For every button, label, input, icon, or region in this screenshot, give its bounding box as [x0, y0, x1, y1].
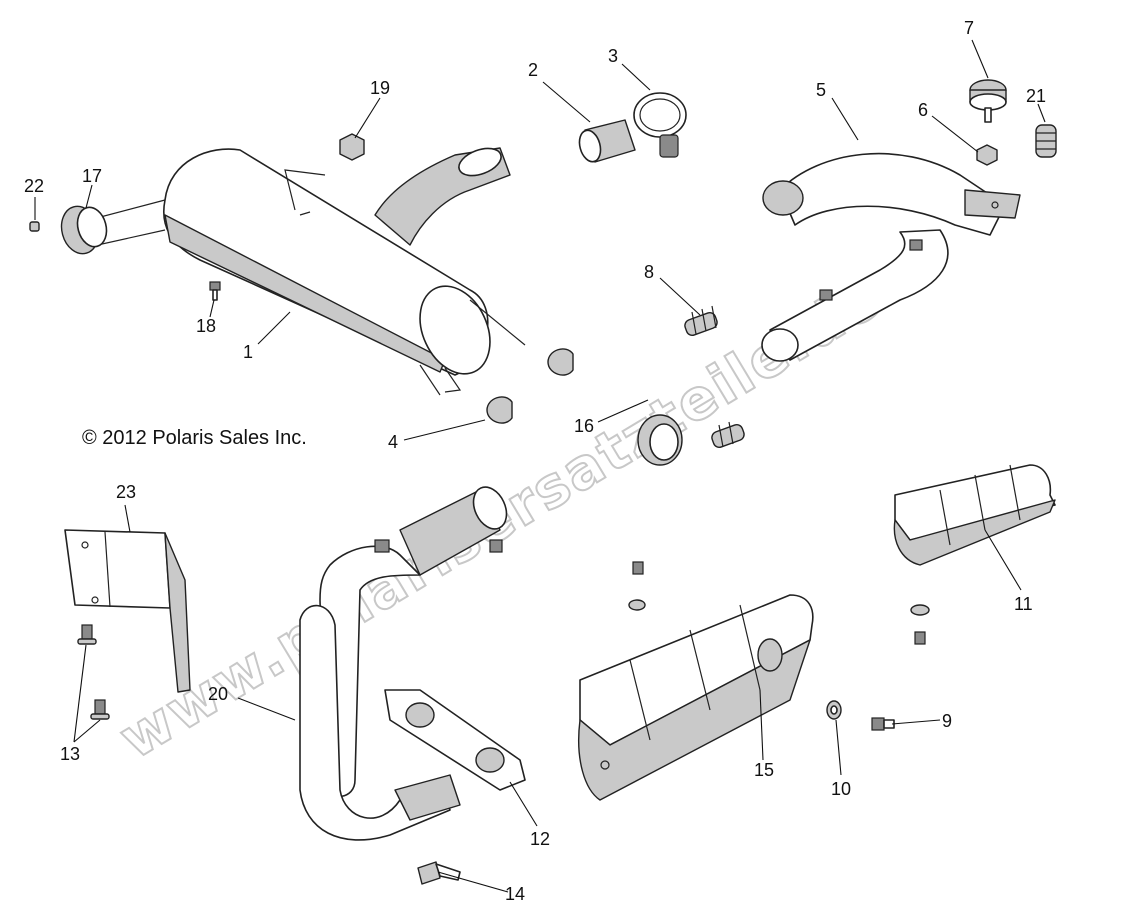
part-10-washer: [826, 700, 842, 720]
part-15-fasteners: [628, 561, 646, 611]
part-18-bolt: [209, 281, 221, 301]
callout-3: 3: [608, 46, 618, 66]
callout-22: 22: [24, 176, 44, 196]
callout-11: 11: [1014, 594, 1033, 614]
part-15-heat-shield: [578, 594, 814, 801]
part-2-sleeve: [578, 119, 636, 163]
part-23-plate: [64, 529, 191, 693]
callout-2: 2: [528, 60, 538, 80]
part-20-head-pipe: [299, 486, 508, 841]
callout-10: 10: [831, 779, 851, 799]
part-17-inlet-seal: [60, 205, 108, 255]
part-16-gasket-ring: [637, 414, 683, 466]
callout-9: 9: [942, 711, 952, 731]
part-9-bolt: [871, 717, 895, 731]
callout-16: 16: [574, 416, 594, 436]
callout-15: 15: [754, 760, 774, 780]
part-11-heat-shield: [893, 464, 1056, 566]
callout-23: 23: [116, 482, 136, 502]
part-21-spring: [1035, 124, 1057, 158]
part-13-screws: [77, 624, 110, 720]
part-8-spring: [684, 305, 718, 336]
callout-17: 17: [82, 166, 102, 186]
callout-6: 6: [918, 100, 928, 120]
callout-7: 7: [964, 18, 974, 38]
callout-numbers: 1 2 3 4 5 6 7 8 9 10 11 12 13 14 15 16 1…: [24, 18, 1046, 904]
part-22-nut: [29, 221, 40, 232]
part-12-gasket-plate: [384, 689, 526, 791]
part-3-clamp: [633, 92, 687, 158]
callout-19: 19: [370, 78, 390, 98]
callout-21: 21: [1026, 86, 1046, 106]
leader-lines: [34, 39, 1046, 893]
callout-12: 12: [530, 829, 550, 849]
part-6-nut: [976, 144, 998, 166]
part-11-fasteners: [910, 604, 930, 645]
callout-4: 4: [388, 432, 398, 452]
part-7-bumper: [969, 79, 1007, 123]
callout-13: 13: [60, 744, 80, 764]
part-19-nut: [339, 133, 365, 161]
spring-lower: [711, 421, 745, 448]
part-4-grommet: [486, 348, 574, 424]
part-1-muffler: [69, 147, 526, 396]
callout-1: 1: [243, 342, 253, 362]
part-5-tail-pipe: [761, 152, 1021, 362]
callout-14: 14: [505, 884, 525, 904]
callout-8: 8: [644, 262, 654, 282]
copyright-text: © 2012 Polaris Sales Inc.: [82, 427, 307, 449]
callout-5: 5: [816, 80, 826, 100]
callout-20: 20: [208, 684, 228, 704]
callout-18: 18: [196, 316, 216, 336]
part-14-bolt: [417, 861, 461, 885]
